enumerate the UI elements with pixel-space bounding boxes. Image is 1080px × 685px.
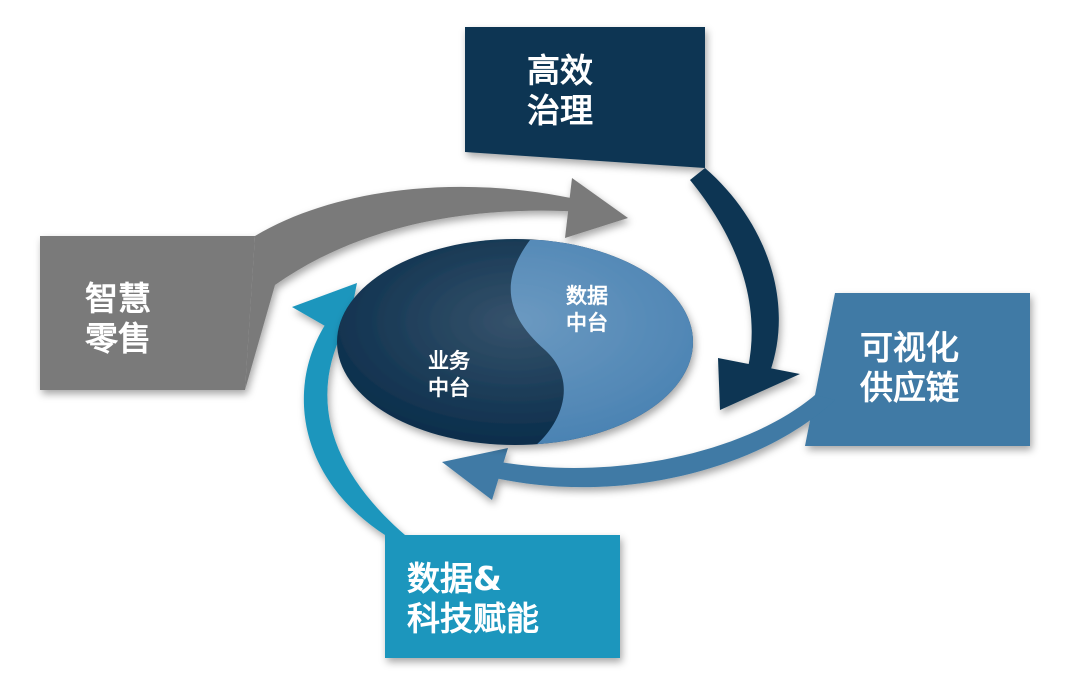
governance-arrow-band — [690, 168, 779, 372]
governance-label-line1: 高效 — [527, 51, 593, 90]
supply-chain-label-line2: 供应链 — [860, 368, 959, 407]
supply-chain-segment: 可视化 供应链 — [442, 293, 1030, 500]
data-tech-label-line2: 科技赋能 — [407, 599, 539, 638]
core-highlight — [337, 239, 693, 445]
supply-chain-label-line1: 可视化 — [860, 328, 959, 367]
data-tech-label-line1: 数据& — [407, 559, 502, 598]
retail-label-line1: 智慧 — [85, 279, 151, 318]
supply-chain-arrowhead — [442, 448, 508, 500]
core-data-line1: 数据 — [566, 284, 608, 308]
core-business-line1: 业务 — [428, 349, 471, 373]
data-tech-segment: 数据& 科技赋能 — [292, 283, 620, 658]
supply-chain-arrow-band — [495, 395, 835, 488]
core-data-line2: 中台 — [566, 311, 608, 335]
supply-chain-box — [805, 293, 1030, 446]
core-yin-yang: 数据 中台 业务 中台 — [337, 239, 693, 445]
retail-box — [40, 236, 255, 390]
retail-arrow-band — [245, 186, 584, 390]
data-tech-box — [385, 535, 620, 658]
core-business-line2: 中台 — [428, 376, 470, 400]
governance-label-line2: 治理 — [527, 91, 593, 130]
retail-label-line2: 零售 — [85, 319, 151, 358]
retail-arrowhead — [565, 178, 628, 238]
governance-box — [465, 27, 705, 168]
retail-segment: 智慧 零售 — [40, 178, 628, 390]
data-tech-arrow-band — [303, 325, 405, 535]
governance-arrowhead — [718, 358, 800, 410]
governance-segment: 高效 治理 — [465, 27, 800, 410]
